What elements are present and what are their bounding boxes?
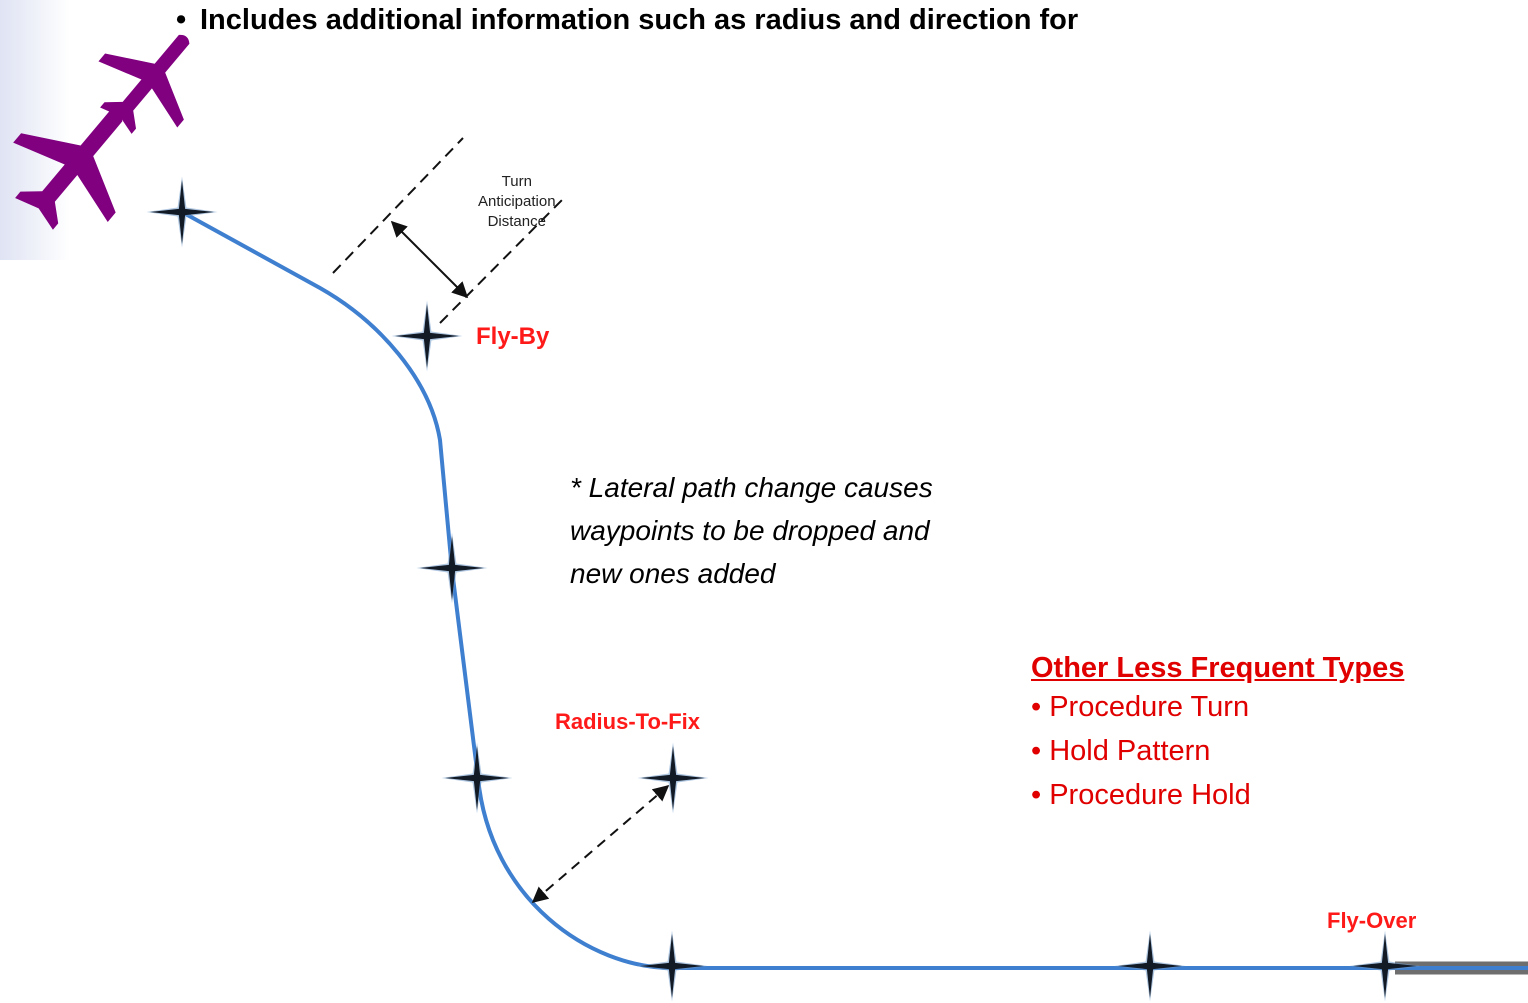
list-item: • Hold Pattern [1031, 735, 1211, 767]
header-bullet: • Includes additional information such as… [176, 4, 1078, 37]
list-item: • Procedure Turn [1031, 691, 1250, 723]
bullet-dot-icon: • [176, 4, 187, 36]
waypoint-bottom-1 [636, 930, 708, 1002]
waypoint-mid-2 [441, 742, 513, 814]
waypoint-bottom-2 [1114, 930, 1186, 1002]
turn-anticipation-arrow [390, 220, 469, 299]
lateral-path-note: * Lateral path change causes waypoints t… [570, 472, 933, 589]
waypoint-radius-to-fix [637, 742, 709, 814]
corner-background-gradient [0, 0, 70, 260]
radius-to-fix-label: Radius-To-Fix [555, 709, 701, 734]
turn-anticipation-guide-left [332, 137, 464, 274]
other-types-title: Other Less Frequent Types [1031, 652, 1405, 684]
radius-to-fix-arrow [531, 784, 670, 904]
fly-by-label: Fly-By [476, 323, 550, 350]
turn-anticipation-guide-right [439, 199, 563, 324]
fly-over-label: Fly-Over [1327, 908, 1417, 933]
turn-anticipation-label: Turn Anticipation Distance [478, 173, 556, 230]
other-types-box: Other Less Frequent Types • Procedure Tu… [1031, 652, 1404, 817]
header-bullet-text: Includes additional information such as … [200, 4, 1079, 36]
list-item: • Procedure Hold [1031, 779, 1251, 811]
waypoint-fly-over [1349, 930, 1421, 1002]
waypoint-mid-1 [416, 532, 488, 604]
waypoint-start [146, 176, 218, 248]
